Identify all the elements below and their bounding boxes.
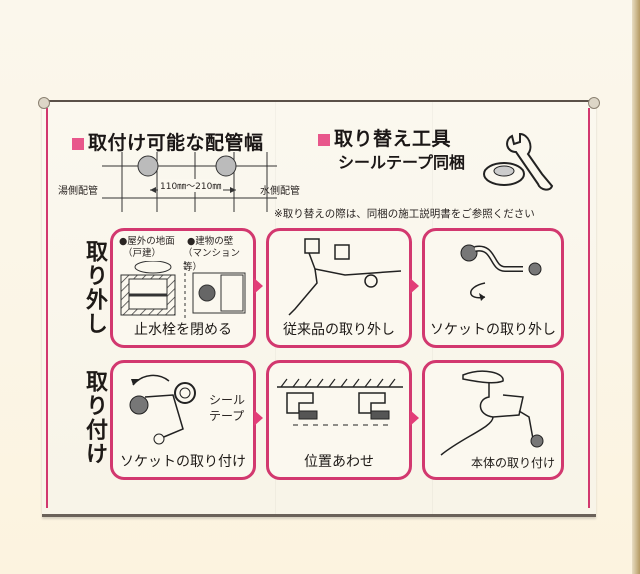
- pink-square-icon: [72, 137, 84, 150]
- tools-heading: 取り替え工具: [318, 124, 451, 151]
- box-corner: [588, 97, 600, 109]
- pipe-width-heading-text: 取付け可能な配管幅: [88, 132, 264, 154]
- socket-attach-illustration: [129, 374, 196, 445]
- step-remove-socket: ソケットの取り外し: [422, 228, 564, 348]
- option-building-wall-sub: （マンション等）: [183, 248, 241, 273]
- step-arrow-icon: [410, 278, 419, 294]
- seal-tape-callout-2: テープ: [209, 409, 245, 423]
- box-pink-edge-left: [46, 108, 48, 508]
- step-position-alignment: 位置あわせ: [266, 360, 412, 480]
- pipe-grid-diagram: [102, 152, 277, 212]
- box-corner: [38, 97, 50, 109]
- alignment-illustration: [277, 378, 403, 426]
- step-arrow-icon: [410, 410, 419, 426]
- step-arrow-icon: [254, 278, 263, 294]
- old-faucet-illustration: [288, 238, 402, 316]
- tools-heading-text: 取り替え工具: [334, 128, 452, 150]
- option-building-wall: ●建物の壁: [187, 236, 234, 247]
- removal-side-label: 取り外し: [82, 240, 107, 336]
- step-close-stopcock: ●屋外の地面 （戸建） ●建物の壁 （マンション等） 止水栓を閉める: [110, 228, 256, 348]
- step-caption: ソケットの取り外し: [430, 322, 556, 338]
- step-caption: 本体の取り付け: [470, 456, 555, 470]
- installation-side-label: 取り付け: [82, 370, 107, 466]
- hot-side-label: 湯側配管: [58, 186, 98, 197]
- pipe-width-heading: 取付け可能な配管幅: [72, 128, 264, 155]
- step-caption: 止水栓を閉める: [134, 322, 232, 338]
- stopcock-illustration: [120, 261, 246, 321]
- wrench-and-tape-icon: [483, 132, 554, 191]
- step-attach-body: 本体の取り付け: [422, 360, 564, 480]
- option-outdoor-ground: ●屋外の地面: [119, 236, 175, 247]
- seal-tape-callout-1: シール: [209, 393, 246, 407]
- cold-side-label: 水側配管: [260, 186, 300, 197]
- new-faucet-illustration: [440, 370, 544, 456]
- step-caption: 位置あわせ: [304, 454, 374, 470]
- box-pink-edge-right: [588, 108, 590, 508]
- step-remove-old-faucet: 従来品の取り外し: [266, 228, 412, 348]
- wall-edge: [632, 0, 640, 574]
- step-caption: 従来品の取り外し: [283, 322, 395, 338]
- pipe-range-label: 110㎜〜210㎜: [158, 179, 224, 192]
- option-outdoor-ground-sub: （戸建）: [123, 248, 162, 259]
- step-attach-socket: シール テープ ソケットの取り付け: [110, 360, 256, 480]
- pink-square-icon: [318, 133, 330, 146]
- step-caption: ソケットの取り付け: [120, 454, 246, 470]
- tools-subheading: シールテープ同梱: [338, 153, 466, 172]
- product-box: 取付け可能な配管幅 湯側配管 水側配管 110㎜〜210㎜ 取り替え工具 シール…: [38, 97, 600, 517]
- socket-removal-illustration: [460, 244, 542, 301]
- step-arrow-icon: [254, 410, 263, 426]
- tools-note: ※取り替えの際は、同梱の施工説明書をご参照ください: [274, 208, 535, 220]
